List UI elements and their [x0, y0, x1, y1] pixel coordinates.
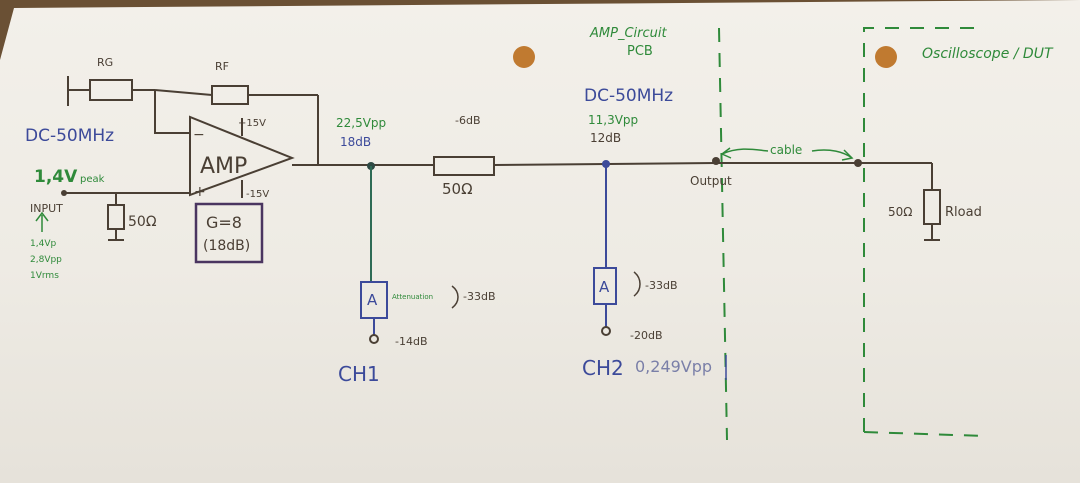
input-node	[61, 190, 67, 196]
cable-arrows	[720, 147, 854, 161]
input-arrow-icon	[35, 211, 49, 232]
ch2-measured-value: 0,249Vpp	[635, 357, 712, 376]
minus-supply: -15V	[246, 189, 269, 200]
output-label: Output	[690, 174, 732, 188]
ch2-attenuation: -33dB	[645, 279, 678, 292]
output-node	[712, 157, 720, 165]
svg-text:peak: peak	[80, 174, 105, 185]
amp-out-vpp: 22,5Vpp	[336, 116, 386, 130]
pcb-boundary-line	[718, 27, 728, 441]
series-resistor-label: 50Ω	[442, 180, 473, 198]
dut-node	[854, 159, 862, 167]
signal-path	[292, 156, 941, 241]
rf-label: RF	[215, 60, 229, 73]
ch2-level: -20dB	[630, 329, 663, 342]
input-resistor-label: 50Ω	[128, 214, 157, 230]
rf-resistor	[211, 85, 249, 105]
pcb-subtitle: PCB	[627, 44, 653, 59]
input-network	[66, 192, 190, 241]
osc-boundary-top	[863, 27, 985, 432]
ch1-box-label: A	[367, 291, 378, 309]
punch-hole-left	[513, 46, 535, 68]
ch2-vpp: 11,3Vpp	[588, 113, 638, 127]
input-spec-1: 1,4Vp	[30, 239, 56, 249]
osc-boundary-bottom	[863, 431, 986, 437]
rg-resistor	[89, 79, 133, 101]
amp-out-db: 18dB	[340, 135, 371, 149]
osc-title: Oscilloscope / DUT	[922, 46, 1054, 62]
svg-text:−: −	[193, 127, 205, 143]
plus-supply: +15V	[238, 118, 266, 129]
series-loss: -6dB	[455, 114, 481, 127]
ch2-probe-tip	[601, 326, 611, 336]
ch1-attenuation: -33dB	[463, 290, 496, 303]
input-termination-resistor	[107, 204, 125, 230]
input-label: INPUT	[30, 202, 63, 215]
ch1-level: -14dB	[395, 335, 428, 348]
feedback-network	[67, 76, 319, 165]
input-level: 1,4V	[34, 167, 78, 187]
amp-label: AMP	[200, 154, 247, 179]
gain-box	[194, 202, 264, 264]
input-spec-3: 1Vrms	[30, 271, 59, 281]
ch2-box-label: A	[599, 278, 610, 296]
load-resistor-label: Rload	[945, 205, 982, 220]
ch1-label: CH1	[338, 362, 380, 386]
rg-label: RG	[97, 56, 113, 69]
pcb-title: AMP_Circuit	[589, 26, 667, 41]
amp-triangle	[189, 115, 295, 198]
cable-label: cable	[770, 143, 802, 157]
input-freq: DC-50MHz	[25, 126, 114, 146]
load-resistor-value: 50Ω	[888, 205, 912, 219]
svg-text:+: +	[194, 184, 206, 200]
input-spec-2: 2,8Vpp	[30, 255, 62, 265]
series-resistor	[433, 156, 495, 176]
gain-db: (18dB)	[203, 238, 250, 254]
load-resistor	[923, 189, 941, 225]
ch1-attenuation-note: Attenuation	[392, 293, 433, 301]
ch2-freq: DC-50MHz	[584, 86, 673, 106]
punch-hole-right	[875, 46, 897, 68]
ch2-label: CH2	[582, 356, 624, 380]
ch1-probe-tip	[369, 334, 379, 344]
gain-value: G=8	[206, 213, 242, 232]
inverting-input-wire	[154, 90, 190, 134]
ch2-db: 12dB	[590, 131, 621, 145]
